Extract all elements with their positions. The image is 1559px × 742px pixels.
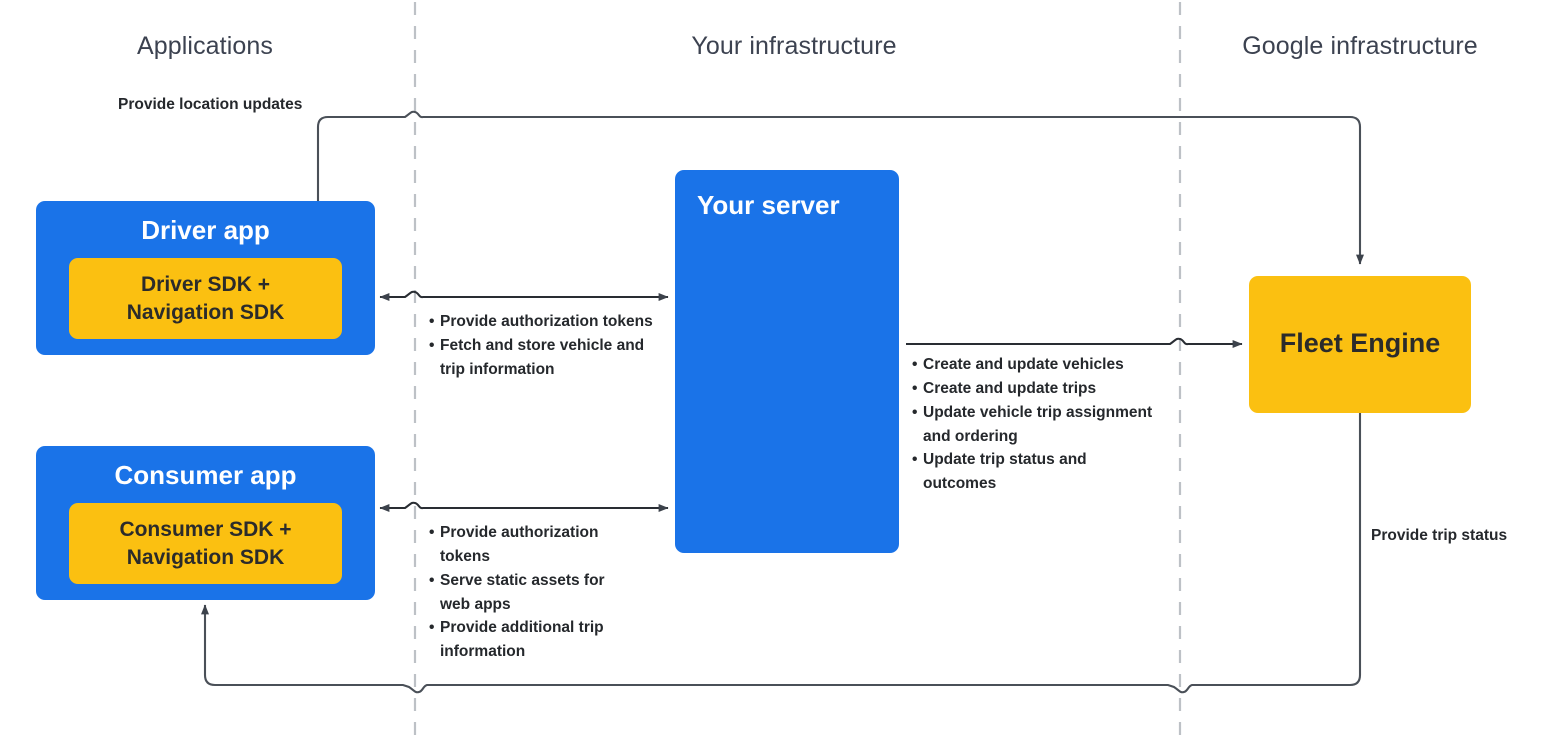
edge-consumer-server bbox=[379, 501, 669, 512]
lane-header-applications: Applications bbox=[136, 32, 274, 60]
list-item: Update vehicle trip assignment and order… bbox=[912, 401, 1160, 449]
driver-app-title: Driver app bbox=[141, 215, 270, 245]
lane-header-google-infrastructure: Google infrastructure bbox=[1242, 32, 1478, 60]
edge-list-server-fleet: Create and update vehicles Create and up… bbox=[912, 353, 1160, 496]
fleet-engine-title: Fleet Engine bbox=[1279, 328, 1441, 358]
edge-driver-server bbox=[379, 290, 669, 301]
list-item: Create and update trips bbox=[912, 377, 1160, 401]
consumer-sdk-line1: Consumer SDK + bbox=[119, 518, 292, 541]
list-item: Create and update vehicles bbox=[912, 353, 1160, 377]
list-item: Fetch and store vehicle and trip informa… bbox=[429, 334, 654, 382]
edge-trip-status bbox=[201, 413, 1362, 694]
node-fleet-engine[interactable]: Fleet Engine bbox=[1249, 276, 1471, 413]
node-consumer-sdk[interactable]: Consumer SDK + Navigation SDK bbox=[69, 503, 342, 584]
node-driver-app[interactable]: Driver app Driver SDK + Navigation SDK bbox=[36, 201, 375, 355]
node-driver-sdk[interactable]: Driver SDK + Navigation SDK bbox=[69, 258, 342, 339]
your-server-title: Your server bbox=[697, 190, 840, 220]
edge-label-trip-status: Provide trip status bbox=[1371, 527, 1508, 544]
node-consumer-app[interactable]: Consumer app Consumer SDK + Navigation S… bbox=[36, 446, 375, 600]
edge-label-location-updates: Provide location updates bbox=[118, 96, 303, 113]
lane-divider-group bbox=[413, 2, 1182, 740]
driver-sdk-line2: Navigation SDK bbox=[126, 301, 285, 324]
edge-list-consumer-server: Provide authorization tokens Serve stati… bbox=[429, 521, 619, 664]
list-item: Serve static assets for web apps bbox=[429, 569, 619, 617]
list-item: Provide authorization tokens bbox=[429, 310, 654, 334]
consumer-app-title: Consumer app bbox=[114, 460, 297, 490]
edge-server-fleet bbox=[906, 337, 1243, 348]
edge-location-updates bbox=[316, 110, 1364, 300]
list-item: Provide additional trip information bbox=[429, 616, 619, 664]
driver-sdk-line1: Driver SDK + bbox=[141, 273, 270, 296]
list-item: Update trip status and outcomes bbox=[912, 448, 1160, 496]
edge-list-driver-server: Provide authorization tokens Fetch and s… bbox=[429, 310, 654, 382]
lane-header-your-infrastructure: Your infrastructure bbox=[691, 32, 897, 60]
list-item: Provide authorization tokens bbox=[429, 521, 619, 569]
consumer-sdk-line2: Navigation SDK bbox=[126, 546, 285, 569]
node-your-server[interactable]: Your server bbox=[675, 170, 899, 553]
